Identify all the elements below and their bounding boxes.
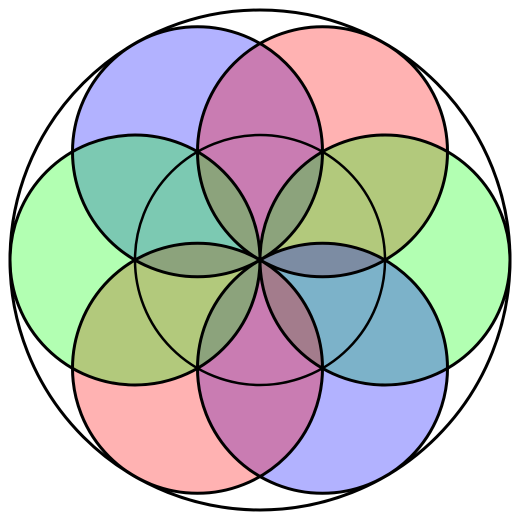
center-circle <box>133 133 387 387</box>
outer-circle <box>8 8 512 512</box>
circle-outlines <box>8 25 512 495</box>
